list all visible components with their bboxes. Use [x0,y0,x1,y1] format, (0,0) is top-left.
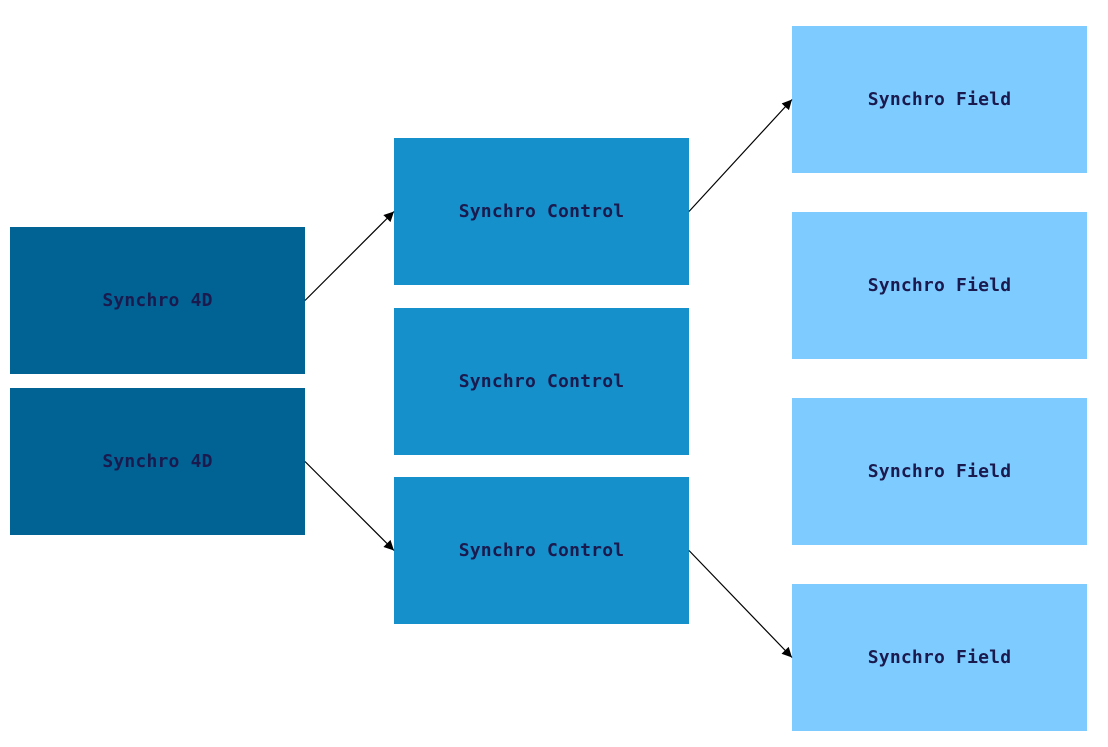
synchro-4d-label: Synchro 4D [102,451,213,472]
connector-arrow-control-3-to-field-4 [688,550,793,658]
synchro-field-label: Synchro Field [867,647,1012,668]
synchro-control-box-1: Synchro Control [394,138,689,285]
connector-arrow-source-1-to-control-1 [304,211,395,301]
connector-arrow-control-1-to-field-1 [688,99,793,212]
synchro-field-label: Synchro Field [867,461,1012,482]
synchro-4d-label: Synchro 4D [102,290,213,311]
synchro-field-label: Synchro Field [867,89,1012,110]
synchro-field-label: Synchro Field [867,275,1012,296]
synchro-control-label: Synchro Control [458,201,625,222]
synchro-4d-box-2: Synchro 4D [10,388,305,535]
synchro-control-box-3: Synchro Control [394,477,689,624]
synchro-control-box-2: Synchro Control [394,308,689,455]
connector-arrow-source-2-to-control-3 [304,461,395,551]
synchro-field-box-3: Synchro Field [792,398,1087,545]
synchro-field-box-1: Synchro Field [792,26,1087,173]
synchro-control-label: Synchro Control [458,540,625,561]
synchro-field-box-2: Synchro Field [792,212,1087,359]
synchro-field-box-4: Synchro Field [792,584,1087,731]
synchro-4d-box-1: Synchro 4D [10,227,305,374]
synchro-control-label: Synchro Control [458,371,625,392]
